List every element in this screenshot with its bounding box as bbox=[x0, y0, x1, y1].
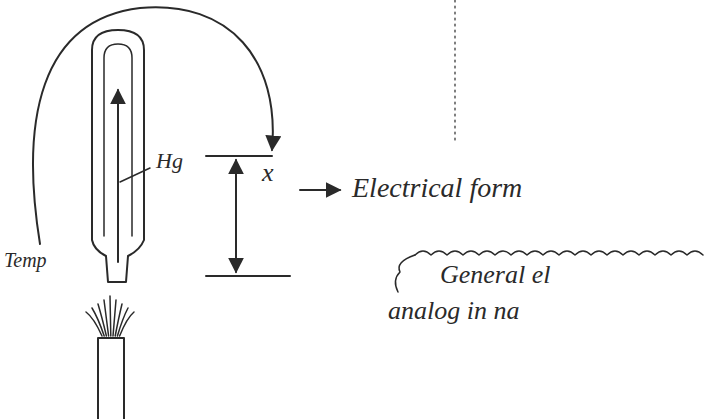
curved-arrow bbox=[33, 7, 273, 244]
flame bbox=[86, 296, 134, 336]
thermometer-tube bbox=[92, 30, 144, 282]
note-text: analog in na bbox=[388, 298, 519, 324]
note-text: General el bbox=[440, 262, 550, 288]
flame-stroke bbox=[109, 296, 111, 336]
flame-stroke bbox=[120, 312, 134, 336]
mercury-arrow bbox=[117, 90, 119, 262]
arrow bbox=[300, 189, 340, 191]
dimension-tick bbox=[206, 275, 290, 277]
note-text: Electrical form bbox=[352, 174, 522, 202]
leader-line bbox=[120, 168, 150, 182]
dotted-line bbox=[454, 0, 455, 140]
flame-stroke bbox=[104, 300, 109, 336]
temperature-label: Temp bbox=[4, 250, 47, 270]
candle bbox=[98, 338, 124, 419]
wavy-bracket bbox=[415, 251, 703, 255]
wavy-bracket bbox=[395, 255, 415, 292]
dimension-label: x bbox=[262, 160, 274, 186]
dimension-arrow bbox=[235, 160, 237, 272]
part-label: Hg bbox=[156, 150, 183, 172]
dimension-tick bbox=[206, 155, 272, 157]
